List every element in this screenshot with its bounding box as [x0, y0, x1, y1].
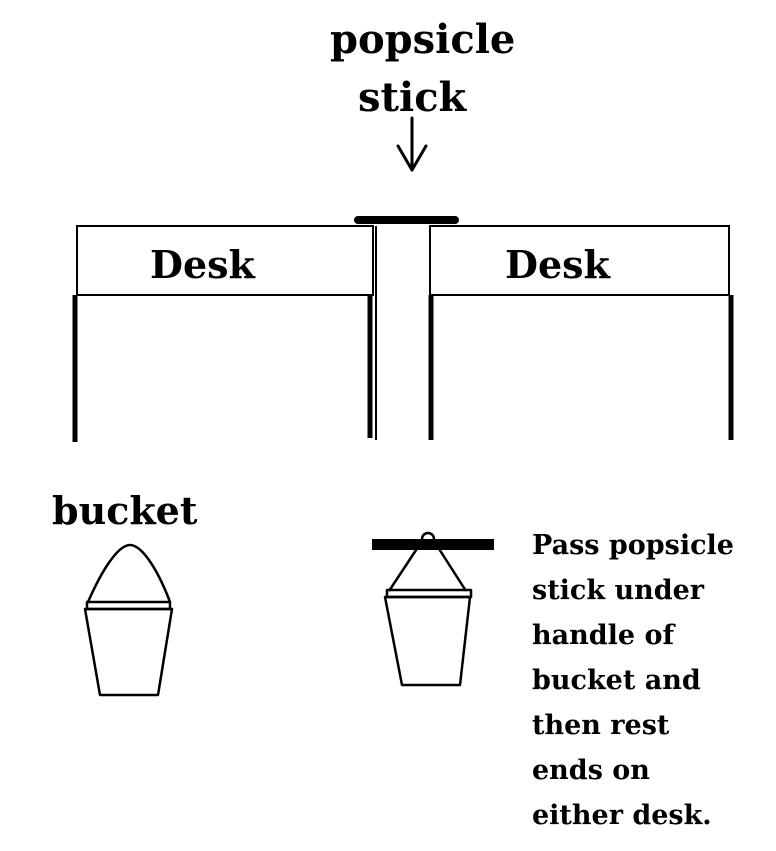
left-desk-label: Desk: [150, 242, 255, 287]
instruction-line: either desk.: [532, 800, 712, 831]
popsicle-stick-label-line-2: stick: [358, 74, 467, 121]
right-desk: [428, 225, 734, 440]
instruction-line: Pass popsicle: [532, 530, 734, 561]
bucket-on-stick-icon: [383, 531, 473, 687]
instruction-line: then rest: [532, 710, 670, 741]
instructions-text: Pass popsicle stick under handle of buck…: [532, 523, 772, 838]
bucket-label: bucket: [52, 488, 198, 533]
right-desk-label: Desk: [505, 242, 610, 287]
desk-gap: [375, 226, 431, 440]
popsicle-stick-label-line-1: popsicle: [330, 16, 516, 63]
popsicle-stick-under-handle: [372, 539, 494, 550]
instruction-line: stick under: [532, 575, 705, 606]
left-desk: [72, 225, 374, 442]
instruction-line: ends on: [532, 755, 650, 786]
popsicle-stick: [354, 216, 459, 224]
bucket-icon: [83, 543, 174, 697]
down-arrow-icon: [396, 116, 428, 172]
instruction-line: handle of: [532, 620, 675, 651]
instruction-line: bucket and: [532, 665, 701, 696]
